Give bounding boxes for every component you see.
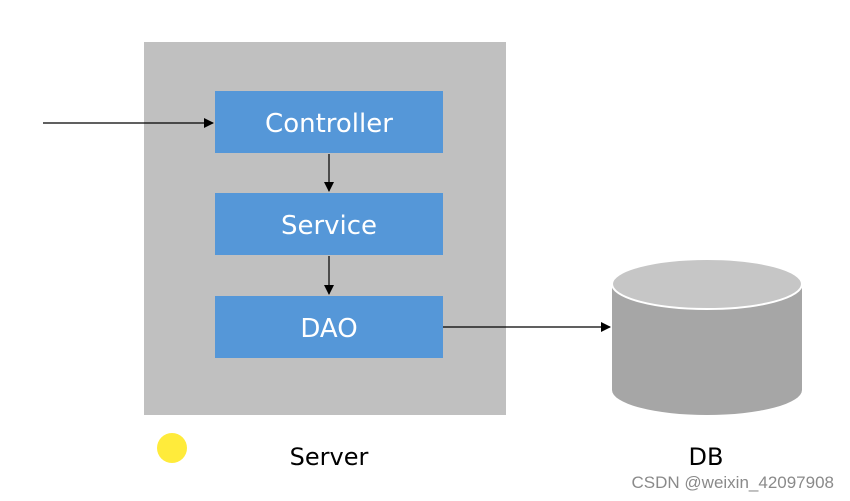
server-caption: Server	[290, 443, 369, 471]
service-label: Service	[281, 211, 377, 241]
db-caption: DB	[689, 443, 724, 471]
database-top	[611, 258, 803, 310]
yellow-marker-dot	[157, 433, 187, 463]
service-layer: Service	[215, 193, 443, 255]
service-box	[215, 193, 443, 255]
database-cylinder-icon	[611, 258, 803, 415]
database-body	[612, 284, 802, 415]
dao-box	[215, 296, 443, 358]
controller-label: Controller	[265, 109, 393, 139]
controller-box	[215, 91, 443, 153]
dao-layer: DAO	[215, 296, 443, 358]
csdn-watermark: CSDN @weixin_42097908	[632, 473, 834, 492]
dao-label: DAO	[300, 314, 357, 344]
controller-layer: Controller	[215, 91, 443, 153]
